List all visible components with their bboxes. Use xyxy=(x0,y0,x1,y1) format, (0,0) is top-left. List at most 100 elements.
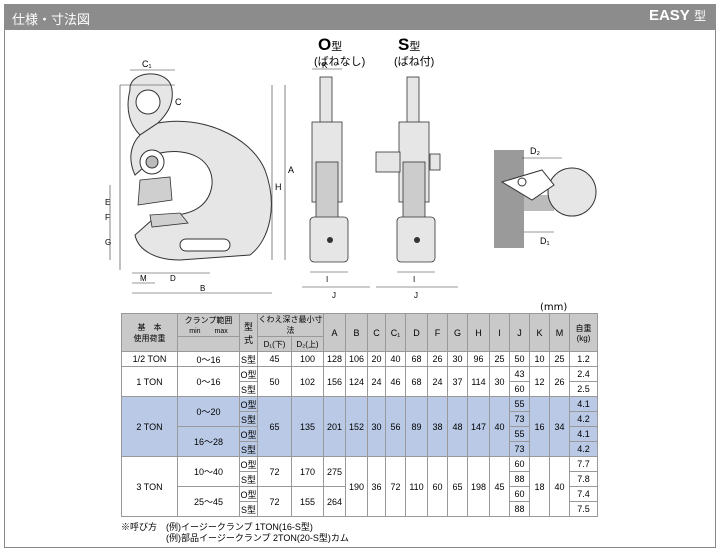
cell: S型 xyxy=(239,381,258,397)
s-type-drawing: I J xyxy=(375,76,458,300)
cell: O型 xyxy=(239,486,258,502)
cell: 88 xyxy=(509,501,530,517)
cell: 155 xyxy=(291,486,324,517)
cell: 7.5 xyxy=(569,501,598,517)
header-col-g: G xyxy=(447,313,468,352)
cell: 68 xyxy=(405,351,428,367)
cell: O型 xyxy=(239,426,258,442)
dim-f-label: F xyxy=(105,213,110,222)
cell: 264 xyxy=(323,486,346,517)
header-col-m: M xyxy=(549,313,570,352)
cell: 30 xyxy=(447,351,468,367)
cell: 65 xyxy=(257,396,292,457)
cell: 72 xyxy=(257,456,292,487)
cell: 7.8 xyxy=(569,471,598,487)
header-col-d: D xyxy=(405,313,428,352)
cell: 30 xyxy=(489,366,510,397)
cell: 16～28 xyxy=(177,426,240,457)
cell: 7.4 xyxy=(569,486,598,502)
cell: 40 xyxy=(385,351,406,367)
cell: 147 xyxy=(467,396,490,457)
table-row: 16～28 O型 55 4.1 xyxy=(122,426,598,457)
s-type-heading: S型 xyxy=(398,35,421,54)
cell: 88 xyxy=(509,471,530,487)
o-dim-j-label: J xyxy=(332,291,336,300)
header-col-f: F xyxy=(427,313,448,352)
o-type-heading: O型 xyxy=(318,35,343,54)
cell: 50 xyxy=(509,351,530,367)
cell: 0～20 xyxy=(177,396,240,427)
dim-m-label: M xyxy=(140,274,147,283)
detail-d2-label: D₂ xyxy=(530,146,540,156)
cell: 68 xyxy=(405,366,428,397)
header-depth: くわえ深さ最小寸法 xyxy=(257,313,324,337)
cell: 106 xyxy=(345,351,368,367)
cell: 55 xyxy=(509,396,530,412)
cell: 190 xyxy=(345,456,368,517)
cell: 275 xyxy=(323,456,346,487)
cell: 156 xyxy=(323,366,346,397)
cell: S型 xyxy=(239,411,258,427)
header-col-a: A xyxy=(323,313,346,352)
cell: 18 xyxy=(529,456,550,517)
dim-d-label: D xyxy=(170,274,176,283)
header-col-c1: C₁ xyxy=(385,313,406,352)
cell: 43 xyxy=(509,366,530,382)
o-dim-i-label: I xyxy=(326,275,328,284)
cell: 3 TON xyxy=(121,456,178,517)
header-type: 型式 xyxy=(239,313,258,352)
cell: 135 xyxy=(291,396,324,457)
cell: 72 xyxy=(257,486,292,517)
front-view-drawing: C₁ C A H E F G M D B xyxy=(105,59,294,294)
cell: 65 xyxy=(447,456,468,517)
table-row: 3 TON 10～40 O型 72 170 275 190 36 72 110 … xyxy=(121,456,598,517)
cell: 4.2 xyxy=(569,411,598,427)
cell: O型 xyxy=(239,396,258,412)
table-row: 1/2 TON 0～16 S型 45 100 128 106 20 40 68 … xyxy=(121,351,598,367)
cell: 100 xyxy=(291,351,324,367)
cell: 7.7 xyxy=(569,456,598,472)
table-row: S型 73 4.2 xyxy=(122,441,598,457)
header-col-k: K xyxy=(529,313,550,352)
detail-d1-label: D₁ xyxy=(540,236,550,246)
cell: 46 xyxy=(385,366,406,397)
table-row: 1 TON 0～16 O型 50 102 156 124 24 46 68 24… xyxy=(121,366,598,397)
header-spacer xyxy=(177,336,240,352)
note-line-2: (例)部品イージークランプ 2TON(20-S型)カム xyxy=(121,533,349,543)
cell: 0～16 xyxy=(177,351,240,367)
cell: 37 xyxy=(447,366,468,397)
o-type-subtitle: (ばねなし) xyxy=(314,56,366,68)
cell: 73 xyxy=(509,441,530,457)
cell: 34 xyxy=(549,396,570,457)
cell: 1.2 xyxy=(569,351,598,367)
cell: 201 xyxy=(323,396,346,457)
table-row: 2 TON 0～20 O型 65 135 201 152 30 56 89 38… xyxy=(121,396,598,457)
s-dim-j-label: J xyxy=(414,291,418,300)
cell: 40 xyxy=(549,456,570,517)
cell: 110 xyxy=(405,456,428,517)
cell: 114 xyxy=(467,366,490,397)
model-badge: EASY 型 xyxy=(649,7,706,24)
cell: 45 xyxy=(489,456,510,517)
table-row: S型 88 7.8 xyxy=(122,471,598,487)
dim-b-label: B xyxy=(200,284,205,293)
cell: 30 xyxy=(367,396,386,457)
cell: 102 xyxy=(291,366,324,397)
cell: 25 xyxy=(549,351,570,367)
dim-c1-label: C₁ xyxy=(142,59,152,69)
cell: 170 xyxy=(291,456,324,487)
cell: 60 xyxy=(427,456,448,517)
cell: 2 TON xyxy=(121,396,178,457)
o-type-drawing: K I J xyxy=(302,62,370,300)
cell: 20 xyxy=(367,351,386,367)
cam-detail-drawing: D₂ D₁ xyxy=(494,146,597,248)
cell: S型 xyxy=(239,351,258,367)
table-row: 25～45 O型 72 155 264 60 7.4 xyxy=(122,486,598,517)
cell: 24 xyxy=(367,366,386,397)
header-bar: 仕様・寸法図 EASY 型 xyxy=(4,4,716,30)
cell: 2.4 xyxy=(569,366,598,382)
dim-e-label: E xyxy=(105,198,110,207)
dim-c-label: C xyxy=(175,97,182,107)
